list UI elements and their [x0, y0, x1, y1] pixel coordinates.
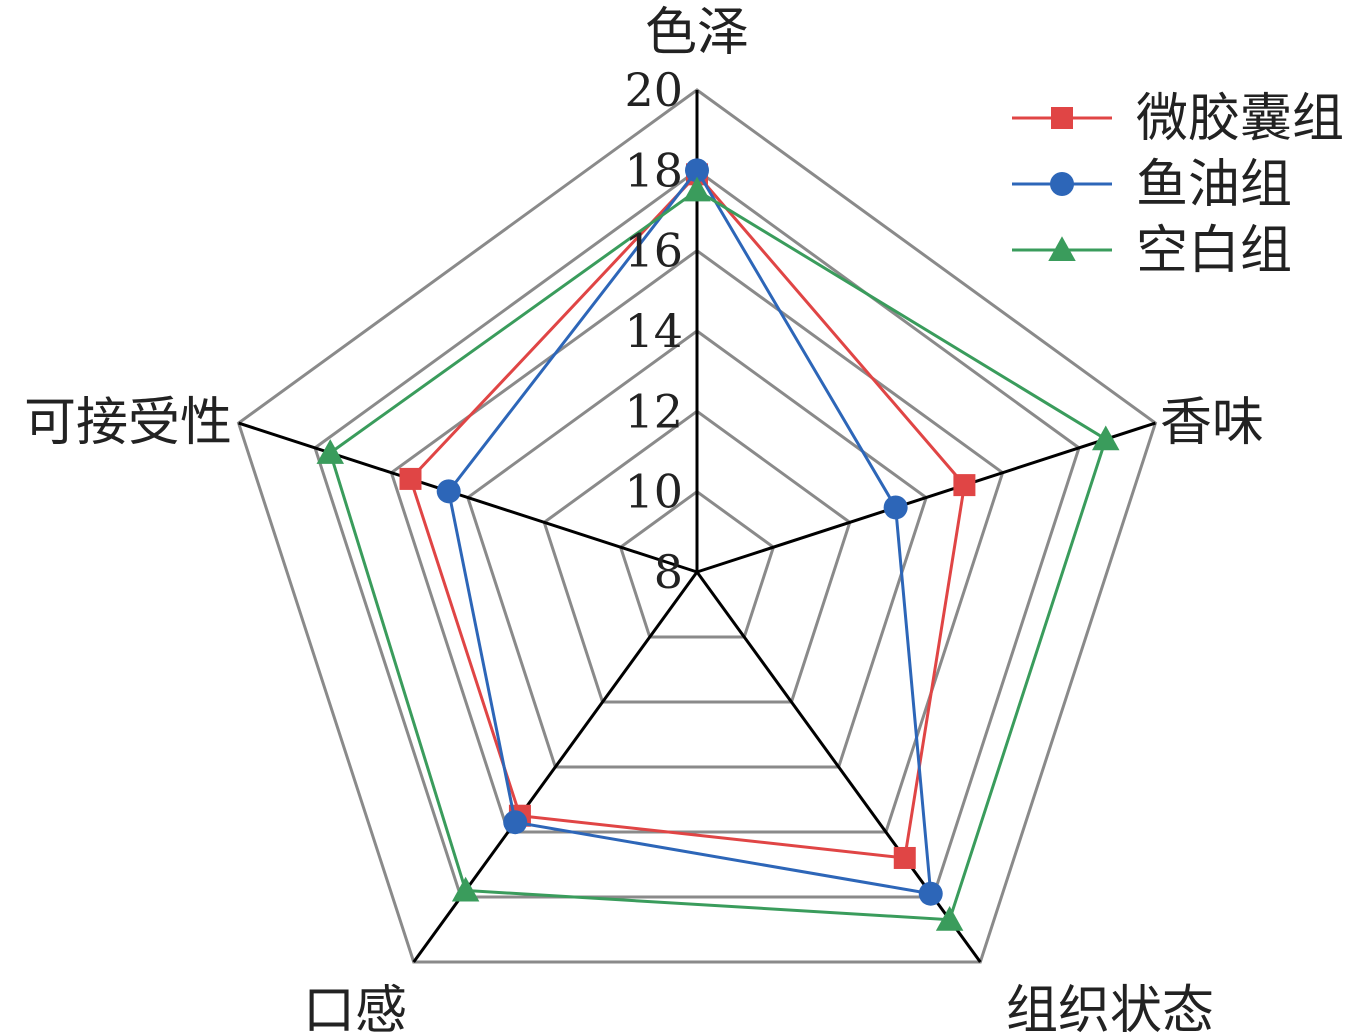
- legend-label-2: 鱼油组: [1136, 155, 1292, 215]
- series-3-line: [328, 188, 1108, 922]
- series-3: [316, 176, 1120, 931]
- legend-label-3: 空白组: [1136, 221, 1292, 281]
- series-layer: [316, 158, 1120, 931]
- axis-label-2: 香味: [1160, 393, 1264, 453]
- series-2-line: [447, 167, 933, 896]
- series-2-point-5: [436, 479, 461, 504]
- legend-marker-3: [1048, 236, 1076, 261]
- tick-label-16: 16: [624, 224, 683, 278]
- series-3-point-3: [935, 905, 964, 931]
- grid-layer: [236, 88, 1158, 964]
- series-2-point-3: [918, 881, 943, 906]
- tick-label-12: 12: [624, 384, 683, 438]
- axis-spoke-2: [696, 421, 1156, 574]
- tick-label-10: 10: [624, 465, 683, 519]
- series-1-line: [408, 172, 966, 860]
- legend-item-1: 微胶囊组: [1012, 89, 1344, 149]
- grid-ring-16: [389, 248, 1005, 834]
- series-1-point-5: [399, 467, 422, 490]
- tick-label-8: 8: [654, 545, 683, 599]
- tick-label-18: 18: [624, 143, 683, 197]
- series-2-point-1: [685, 158, 709, 183]
- axis-label-5: 可接受性: [24, 393, 232, 453]
- legend-item-3: 空白组: [1012, 221, 1292, 281]
- tick-label-20: 20: [624, 63, 683, 117]
- grid-ring-14: [466, 329, 928, 769]
- tick-label-14: 14: [624, 304, 683, 358]
- legend-marker-1: [1051, 107, 1073, 129]
- axis-label-1: 色泽: [645, 3, 749, 63]
- series-1-point-3: [893, 846, 916, 869]
- axis-spoke-5: [238, 421, 698, 574]
- grid-ring-10: [618, 489, 776, 639]
- series-3-point-5: [316, 439, 345, 464]
- series-2: [436, 158, 943, 906]
- grid-ring-18: [313, 168, 1081, 899]
- legend-label-1: 微胶囊组: [1136, 89, 1344, 149]
- axis-label-4: 口感: [303, 981, 407, 1036]
- legend-item-2: 鱼油组: [1012, 155, 1292, 215]
- series-2-point-2: [883, 495, 908, 520]
- axis-label-3: 组织状态: [1006, 981, 1214, 1036]
- series-3-point-2: [1091, 425, 1120, 451]
- series-3-point-1: [683, 176, 711, 202]
- tick-layer: 8 10 12 14 16 18 20: [624, 63, 683, 599]
- series-2-point-4: [503, 810, 528, 835]
- legend-marker-2: [1050, 172, 1074, 196]
- grid-ring-12: [542, 409, 852, 704]
- series-3-point-4: [451, 876, 480, 902]
- grid-ring-20: [236, 88, 1158, 964]
- series-1-point-2: [953, 474, 976, 497]
